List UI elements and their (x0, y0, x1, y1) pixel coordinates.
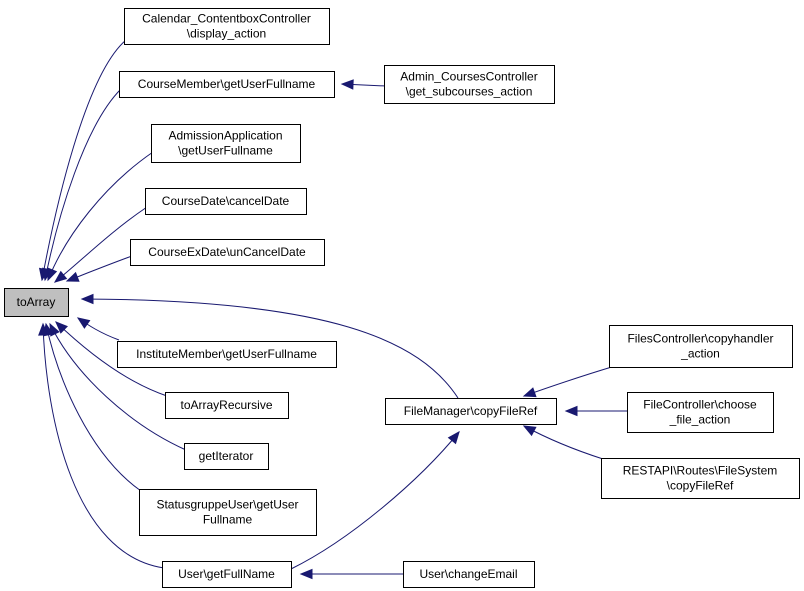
edge-line (47, 151, 154, 281)
edge-fileManager-to-toArray (80, 293, 459, 399)
node-label: Fullname (203, 513, 253, 527)
arrowhead (65, 271, 80, 282)
edge-fileController-to-fileManager (564, 405, 627, 417)
edge-line (523, 365, 616, 397)
node-label: AdmissionApplication (168, 129, 282, 143)
node-adminCourses[interactable]: Admin_CoursesController\get_subcourses_a… (384, 65, 555, 104)
node-label: CourseDate\cancelDate (162, 194, 290, 208)
edge-filesController-to-fileManager (522, 365, 616, 398)
node-box[interactable] (165, 392, 289, 419)
node-label: _action (680, 347, 720, 361)
node-box[interactable] (403, 561, 535, 588)
node-box[interactable] (609, 325, 793, 368)
edge-restapi-to-fileManager (522, 425, 604, 460)
node-label: User\getFullName (178, 567, 275, 581)
node-label: CourseExDate\unCancelDate (148, 245, 306, 259)
node-calendar[interactable]: Calendar_ContentboxController\display_ac… (124, 8, 330, 45)
arrowhead (38, 322, 49, 336)
node-label: _file_action (669, 413, 731, 427)
node-label: toArrayRecursive (180, 398, 272, 412)
edge-line (81, 298, 459, 399)
node-label: CourseMember\getUserFullname (138, 77, 316, 91)
node-instituteMember[interactable]: InstituteMember\getUserFullname (117, 341, 337, 368)
node-box[interactable] (119, 71, 335, 98)
node-statusgruppe[interactable]: StatusgruppeUser\getUserFullname (139, 489, 317, 536)
node-courseDate[interactable]: CourseDate\cancelDate (145, 188, 307, 215)
arrowhead (80, 293, 94, 305)
node-box[interactable] (145, 188, 307, 215)
edge-admission-to-toArray (47, 151, 154, 282)
arrowhead (447, 430, 460, 445)
arrowhead (522, 425, 537, 437)
node-box[interactable] (385, 398, 557, 425)
node-courseMember[interactable]: CourseMember\getUserFullname (119, 71, 335, 98)
node-box[interactable] (139, 489, 317, 536)
node-label: \get_subcourses_action (406, 85, 533, 99)
edge-toArrayRecursive-to-toArray (55, 321, 168, 397)
node-box[interactable] (130, 239, 325, 266)
edge-line (44, 88, 122, 281)
node-courseExDate[interactable]: CourseExDate\unCancelDate (130, 239, 325, 266)
node-box[interactable] (601, 458, 800, 499)
node-box[interactable] (384, 65, 555, 104)
edge-courseMember-to-toArray (42, 88, 122, 282)
node-label: \getUserFullname (178, 144, 273, 158)
node-restapi[interactable]: RESTAPI\Routes\FileSystem\copyFileRef (601, 458, 800, 499)
node-label: StatusgruppeUser\getUser (156, 498, 298, 512)
node-toArray[interactable]: toArray (4, 288, 69, 317)
node-admission[interactable]: AdmissionApplication\getUserFullname (151, 124, 301, 163)
arrowhead (564, 405, 578, 417)
node-label: Admin_CoursesController (400, 70, 537, 84)
node-userChangeEmail[interactable]: User\changeEmail (403, 561, 535, 588)
edge-userFullName-to-toArray (38, 322, 165, 569)
edge-userFullName-to-fileManager (290, 430, 460, 570)
edge-line (42, 323, 165, 569)
edge-line (55, 321, 168, 397)
edge-line (523, 425, 604, 460)
edge-courseDate-to-toArray (53, 206, 148, 283)
node-label: getIterator (199, 449, 254, 463)
arrowhead (55, 321, 68, 334)
node-label: Calendar_ContentboxController (142, 12, 311, 26)
node-label: \display_action (187, 27, 266, 41)
arrowhead (522, 387, 537, 398)
edge-instituteMember-to-toArray (76, 317, 120, 341)
edge-line (45, 323, 142, 492)
node-userFullName[interactable]: User\getFullName (162, 561, 292, 588)
node-box[interactable] (151, 124, 301, 163)
arrowhead (76, 317, 91, 329)
node-box[interactable] (124, 8, 330, 45)
node-label: InstituteMember\getUserFullname (136, 347, 317, 361)
node-box[interactable] (627, 392, 774, 433)
node-label: RESTAPI\Routes\FileSystem (623, 464, 778, 478)
arrowhead (53, 270, 68, 283)
node-label: \copyFileRef (667, 479, 734, 493)
edge-userChangeEmail-to-userFullName (299, 568, 405, 580)
arrowhead (299, 568, 313, 580)
node-getIterator[interactable]: getIterator (184, 443, 269, 470)
edge-adminCourses-to-courseMember (340, 79, 387, 90)
edge-courseExDate-to-toArray (65, 255, 133, 282)
node-filesController[interactable]: FilesController\copyhandler_action (609, 325, 793, 368)
edge-line (49, 323, 187, 451)
edges-layer (38, 39, 627, 580)
node-label: FileManager\copyFileRef (404, 404, 538, 418)
node-box[interactable] (4, 288, 69, 317)
edge-line (41, 39, 127, 281)
arrowhead (340, 79, 354, 90)
arrowhead (47, 267, 58, 282)
node-fileController[interactable]: FileController\choose_file_action (627, 392, 774, 433)
node-label: User\changeEmail (419, 567, 517, 581)
node-fileManager[interactable]: FileManager\copyFileRef (385, 398, 557, 425)
node-box[interactable] (117, 341, 337, 368)
node-box[interactable] (184, 443, 269, 470)
node-label: FileController\choose (643, 398, 757, 412)
nodes-layer: toArray Calendar_ContentboxController\dis… (4, 8, 800, 588)
node-label: FilesController\copyhandler (627, 332, 773, 346)
edge-line (290, 431, 460, 570)
node-box[interactable] (162, 561, 292, 588)
node-toArrayRecursive[interactable]: toArrayRecursive (165, 392, 289, 419)
node-label: toArray (17, 295, 56, 309)
